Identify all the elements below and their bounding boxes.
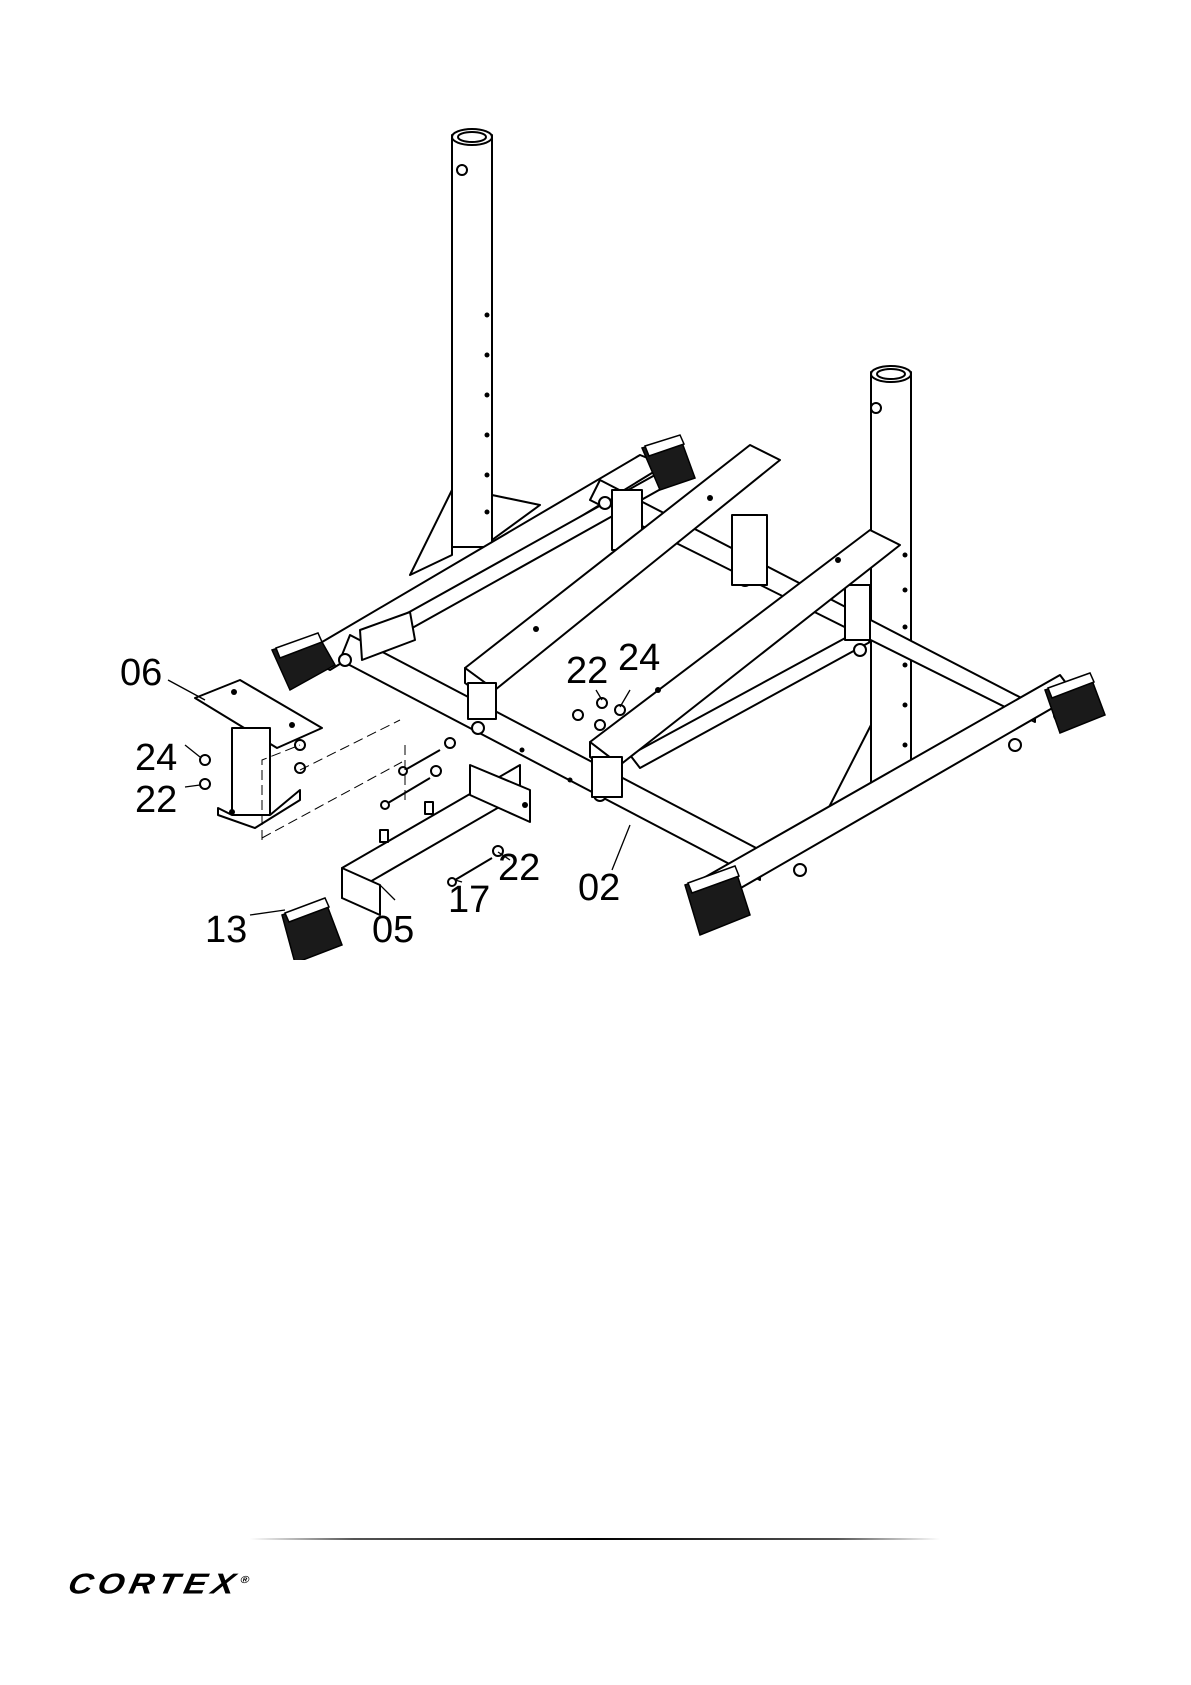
label-part-06: 06 (120, 652, 162, 694)
label-part-22-bottom: 22 (498, 847, 540, 889)
label-part-05: 05 (372, 909, 414, 951)
registered-mark: ® (239, 1574, 250, 1586)
label-part-02: 02 (578, 867, 620, 909)
left-upright-post (410, 129, 540, 575)
footer-rule (250, 1538, 940, 1540)
label-part-22-top: 22 (566, 650, 608, 692)
part-05-tube (342, 765, 530, 915)
cortex-logo: CORTEX® (65, 1568, 252, 1601)
label-part-24-left: 24 (135, 737, 177, 779)
part-13-foot (282, 898, 342, 960)
label-part-22-left: 22 (135, 779, 177, 821)
label-part-24-top: 24 (618, 637, 660, 679)
label-part-17: 17 (448, 879, 490, 921)
part-06-bracket (195, 680, 322, 828)
label-part-13: 13 (205, 909, 247, 951)
assembly-diagram: 06 24 22 13 05 17 22 02 22 24 (0, 0, 1191, 960)
brand-name: CORTEX (65, 1568, 243, 1600)
